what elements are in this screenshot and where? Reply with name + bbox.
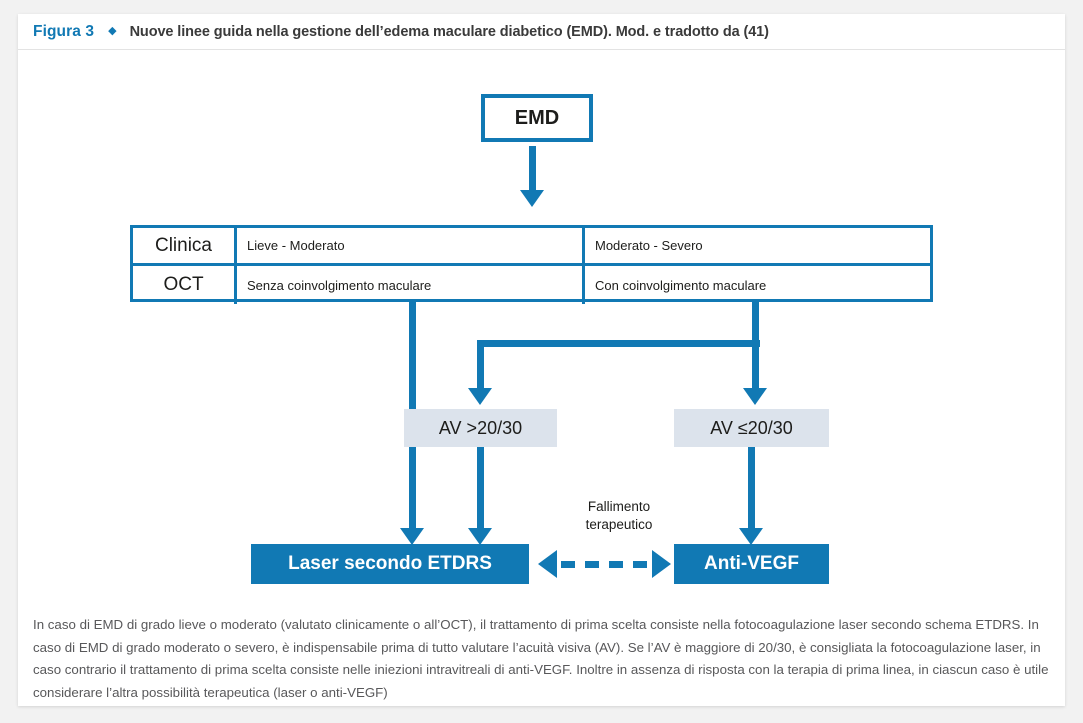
figure-card: Figura 3 ◆ Nuove linee guida nella gesti… [18,14,1065,706]
table-row-header: Clinica [133,228,237,263]
arrowhead-emd-to-table [520,190,544,207]
link-dash-segment [561,561,575,568]
node-emd-label: EMD [514,106,560,129]
clinical-oct-table: Clinica Lieve - Moderato Moderato - Seve… [130,225,933,304]
table-cell-clinica-severe: Moderato - Severo [595,238,703,253]
node-av-lesser: AV ≤20/30 [674,409,829,447]
failure-link-label-line2: terapeutico [585,517,653,532]
node-anti-vegf: Anti-VEGF [674,544,829,584]
arrowhead-to-av-right [743,388,767,405]
arrowhead-link-left [538,550,557,578]
connector-av-left-to-laser [477,447,484,534]
connector-right-branch-stem [752,302,759,347]
connector-av-right-to-antivegf [748,447,755,534]
flowchart-diagram: EMD Clinica Lieve - Moderato Moderato - … [18,50,1065,610]
arrowhead-av-left-to-laser [468,528,492,545]
figure-header: Figura 3 ◆ Nuove linee guida nella gesti… [18,14,1065,50]
arrowhead-link-right [652,550,671,578]
table-cell-oct-without: Senza coinvolgimento maculare [237,266,585,304]
diamond-bullet-icon: ◆ [108,25,117,37]
failure-link-label-line1: Fallimento [587,499,651,514]
table-cell-clinica-mild: Lieve - Moderato [237,228,585,263]
connector-right-branch-bar [477,340,760,347]
node-av-lesser-label: AV ≤20/30 [710,417,793,438]
connector-to-av-right [752,340,759,392]
connector-emd-to-table [529,146,536,193]
connector-to-av-left [477,340,484,392]
table-cell-oct-with: Con coinvolgimento maculare [595,277,767,293]
node-av-greater-label: AV >20/30 [438,417,523,438]
table-row: Clinica Lieve - Moderato Moderato - Seve… [133,228,930,266]
link-dash-segment [585,561,599,568]
arrowhead-to-av-left [468,388,492,405]
arrowhead-av-right-to-antivegf [739,528,763,545]
node-laser-etdrs-label: Laser secondo ETDRS [288,553,492,574]
node-anti-vegf-label: Anti-VEGF [704,553,799,574]
table-row: OCT Senza coinvolgimento maculare Con co… [133,266,930,304]
failure-link-label: Fallimento terapeutico [556,498,682,534]
node-emd: EMD [481,94,593,142]
node-laser-etdrs: Laser secondo ETDRS [251,544,529,584]
arrowhead-left-branch [400,528,424,545]
table-row-header: OCT [133,266,237,304]
figure-number-label: Figura 3 [33,22,95,40]
link-dash-segment [609,561,623,568]
link-dash-segment [633,561,647,568]
figure-caption: In caso di EMD di grado lieve o moderato… [33,617,1049,700]
figure-title: Nuove linee guida nella gestione dell’ed… [129,23,769,40]
node-av-greater: AV >20/30 [404,409,557,447]
